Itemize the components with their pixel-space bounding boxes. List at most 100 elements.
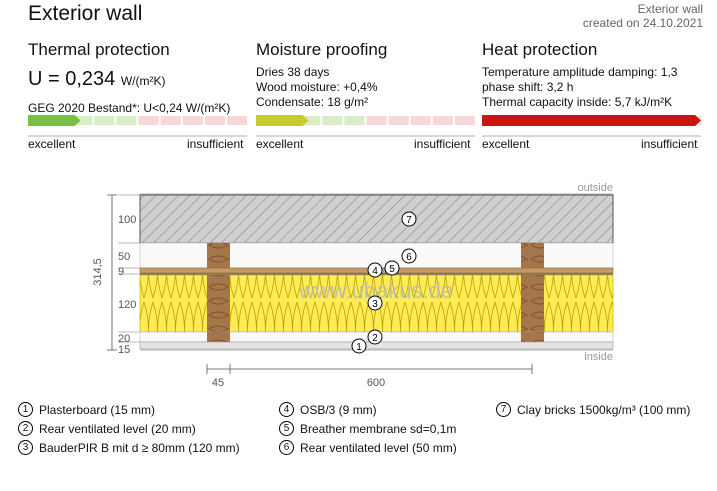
rating-fill bbox=[256, 115, 309, 126]
inside-label: inside bbox=[584, 351, 613, 363]
page-title: Exterior wall bbox=[28, 2, 143, 25]
rating-segment bbox=[116, 116, 137, 125]
rating-segment bbox=[322, 116, 343, 125]
svg-text:2: 2 bbox=[372, 333, 378, 344]
rating-fill bbox=[28, 115, 81, 126]
legend-text: BauderPIR B mit d ≥ 80mm (120 mm) bbox=[39, 440, 240, 455]
legend-text: Breather membrane sd=0,1m bbox=[300, 421, 457, 436]
stud bbox=[521, 275, 544, 332]
rating-segment bbox=[344, 116, 365, 125]
legend-item: 6 Rear ventilated level (50 mm) bbox=[279, 438, 457, 457]
moisture-scale-good: excellent bbox=[256, 137, 304, 151]
dim-insulation: 120 bbox=[118, 299, 136, 311]
stud bbox=[207, 275, 230, 332]
legend-text: Rear ventilated level (20 mm) bbox=[39, 421, 196, 436]
dim-plasterboard: 15 bbox=[118, 344, 130, 356]
legend-text: OSB/3 (9 mm) bbox=[300, 402, 377, 417]
marker-6: 6 bbox=[401, 248, 417, 264]
heat-scale-good: excellent bbox=[482, 137, 530, 151]
legend-number: 6 bbox=[279, 440, 294, 455]
total-thickness: 314,5 bbox=[92, 258, 104, 286]
heat-line: Thermal capacity inside: 5,7 kJ/m²K bbox=[482, 95, 673, 109]
legend-item: 4 OSB/3 (9 mm) bbox=[279, 400, 457, 419]
marker-1: 1 bbox=[351, 338, 367, 354]
rating-segment bbox=[366, 116, 387, 125]
rating-segment bbox=[454, 116, 475, 125]
legend-text: Rear ventilated level (50 mm) bbox=[300, 440, 457, 455]
thermal-heading: Thermal protection bbox=[28, 40, 170, 59]
legend-number: 7 bbox=[496, 402, 511, 417]
rating-bars bbox=[28, 115, 701, 137]
batten bbox=[207, 243, 230, 268]
header-info: Exterior wall created on 24.10.2021 bbox=[583, 2, 703, 30]
legend-item: 2 Rear ventilated level (20 mm) bbox=[18, 419, 240, 438]
marker-2: 2 bbox=[367, 329, 383, 345]
legend-item: 5 Breather membrane sd=0,1m bbox=[279, 419, 457, 438]
dim-clay-brick: 100 bbox=[118, 214, 136, 226]
rating-segment bbox=[160, 116, 181, 125]
svg-text:3: 3 bbox=[372, 299, 378, 310]
legend-item: 1 Plasterboard (15 mm) bbox=[18, 400, 240, 419]
svg-text:6: 6 bbox=[406, 252, 412, 263]
legend-number: 5 bbox=[279, 421, 294, 436]
legend-number: 2 bbox=[18, 421, 33, 436]
heat-rating-bar bbox=[482, 115, 701, 137]
svg-text:1: 1 bbox=[356, 342, 362, 353]
heat-heading: Heat protection bbox=[482, 40, 598, 59]
moisture-line: Condensate: 18 g/m² bbox=[256, 95, 369, 109]
marker-5: 5 bbox=[384, 260, 400, 276]
rating-segment bbox=[138, 116, 159, 125]
heat-line: phase shift: 3,2 h bbox=[482, 80, 574, 94]
moisture-scale-bad: insufficient bbox=[414, 137, 471, 151]
svg-text:7: 7 bbox=[406, 215, 412, 226]
legend-text: Clay bricks 1500kg/m³ (100 mm) bbox=[517, 402, 691, 417]
header-type: Exterior wall bbox=[637, 2, 703, 16]
dim-osb: 9 bbox=[118, 266, 124, 278]
rating-segment bbox=[72, 116, 93, 125]
clay-brick-layer bbox=[139, 194, 614, 244]
marker-3: 3 bbox=[367, 295, 383, 311]
rating-fill bbox=[482, 115, 701, 126]
legend-text: Plasterboard (15 mm) bbox=[39, 402, 156, 417]
thermal-rating-bar bbox=[28, 115, 247, 137]
rating-segment bbox=[432, 116, 453, 125]
moisture-line: Dries 38 days bbox=[256, 65, 330, 79]
u-value-unit: W/(m²K) bbox=[120, 74, 166, 88]
legend-col-2: 4 OSB/3 (9 mm) 5 Breather membrane sd=0,1m… bbox=[279, 400, 457, 457]
moisture-heading: Moisture proofing bbox=[256, 40, 388, 59]
heat-scale-bad: insufficient bbox=[641, 137, 698, 151]
svg-text:5: 5 bbox=[389, 264, 395, 275]
rating-segment bbox=[410, 116, 431, 125]
outside-label: outside bbox=[578, 182, 613, 194]
svg-text:4: 4 bbox=[372, 266, 378, 277]
legend-number: 1 bbox=[18, 402, 33, 417]
wall-section-diagram: outside inside 314,5 100 50 9 120 20 15 … bbox=[92, 182, 614, 389]
batten bbox=[521, 243, 544, 268]
u-value: U = 0,234 W/(m²K) bbox=[28, 68, 166, 91]
legend-number: 3 bbox=[18, 440, 33, 455]
legend-col-1: 1 Plasterboard (15 mm) 2 Rear ventilated l… bbox=[18, 400, 240, 457]
heat-line: Temperature amplitude damping: 1,3 bbox=[482, 65, 678, 79]
thermal-standard: GEG 2020 Bestand*: U<0,24 W/(m²K) bbox=[28, 101, 231, 115]
thermal-scale-good: excellent bbox=[28, 137, 76, 151]
rating-segment bbox=[204, 116, 225, 125]
rating-segment bbox=[388, 116, 409, 125]
dim-vent-20: 20 bbox=[118, 333, 130, 345]
dim-vent-50: 50 bbox=[118, 251, 130, 263]
rating-segment bbox=[182, 116, 203, 125]
moisture-rating-bar bbox=[256, 115, 475, 137]
batten bbox=[207, 332, 230, 342]
header-date: created on 24.10.2021 bbox=[582, 16, 703, 30]
legend-item: 3 BauderPIR B mit d ≥ 80mm (120 mm) bbox=[18, 438, 240, 457]
batten bbox=[521, 332, 544, 342]
rating-segment bbox=[300, 116, 321, 125]
thermal-scale-bad: insufficient bbox=[187, 137, 244, 151]
moisture-details: Dries 38 days Wood moisture: +0,4% Conde… bbox=[256, 65, 378, 110]
moisture-line: Wood moisture: +0,4% bbox=[256, 80, 378, 94]
heat-details: Temperature amplitude damping: 1,3 phase… bbox=[482, 65, 677, 110]
dim-stud-spacing: 600 bbox=[367, 377, 385, 389]
legend-number: 4 bbox=[279, 402, 294, 417]
dim-stud-width: 45 bbox=[212, 377, 224, 389]
legend-item: 7 Clay bricks 1500kg/m³ (100 mm) bbox=[496, 400, 690, 419]
rating-segment bbox=[94, 116, 115, 125]
